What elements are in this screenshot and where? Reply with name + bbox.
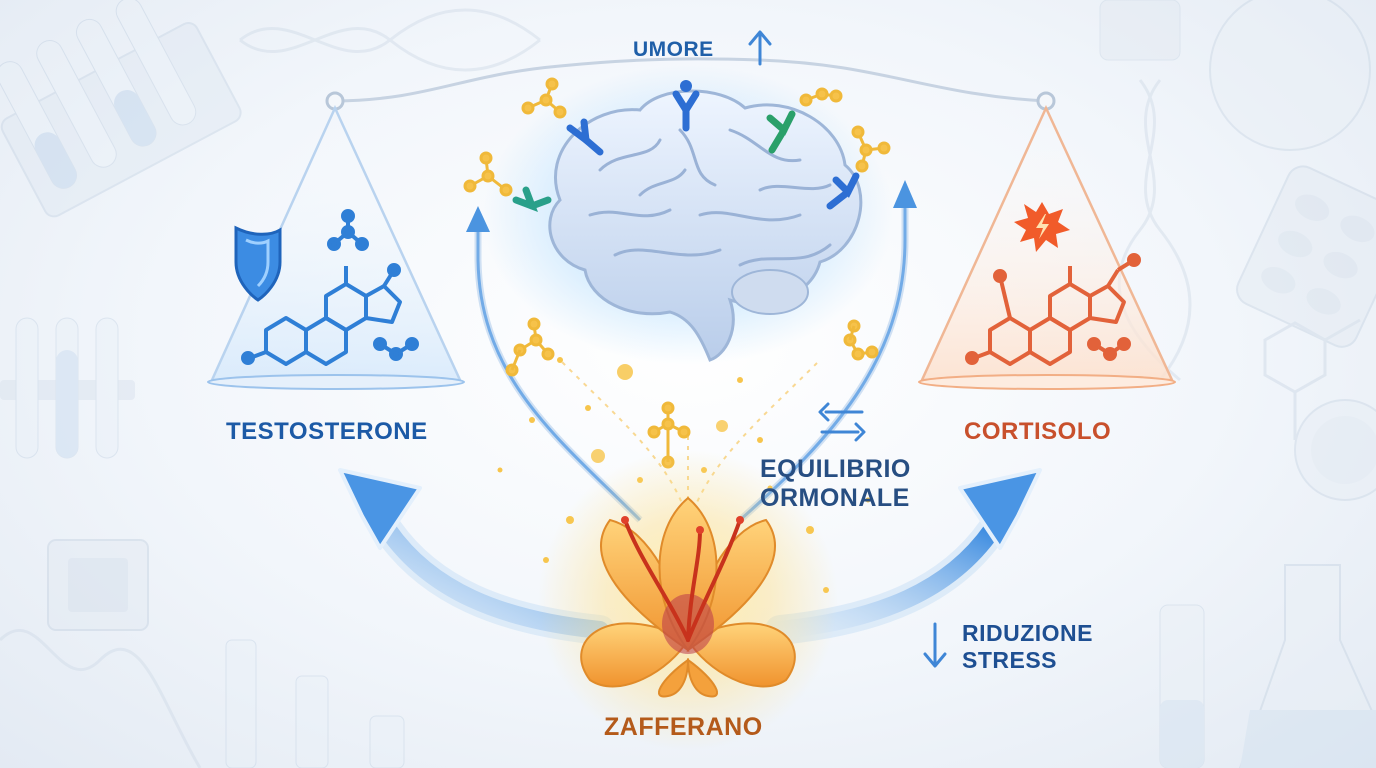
receptor-icon: [566, 118, 604, 156]
microchip-icon: [47, 539, 149, 631]
receptor-icon: [512, 186, 552, 212]
saffron-molecules: [463, 77, 891, 469]
hormonal-balance-label: EQUILIBRIO ORMONALE: [760, 455, 911, 513]
molecule-icon: [521, 77, 567, 119]
testosterone-molecule: [241, 209, 419, 366]
receptors: [512, 80, 860, 212]
stress-reduction-label: RIDUZIONE STRESS: [962, 620, 1093, 674]
shield-icon: [234, 225, 282, 302]
balance-exchange-arrows-icon: [818, 402, 866, 442]
flask-icon: [1099, 0, 1371, 151]
hormonal-balance-line-2: ORMONALE: [760, 484, 910, 512]
mood-label: UMORE: [633, 38, 714, 61]
cortisol-pan: [920, 105, 1174, 382]
crocus-flower-icon: [538, 450, 838, 750]
receptor-icon: [766, 110, 796, 154]
pill-blister-icon: [1236, 165, 1376, 348]
erlenmeyer-flask-icon: [1159, 564, 1376, 768]
cortisol-label: CORTISOLO: [964, 418, 1112, 445]
stress-reduction-line-1: RIDUZIONE: [962, 620, 1093, 646]
receptor-icon: [672, 80, 700, 132]
test-tubes-icon: [0, 317, 135, 459]
bottom-test-tubes-icon: [225, 639, 405, 768]
molecule-icon: [799, 87, 843, 107]
petri-dish-icon: [1294, 399, 1376, 501]
stress-reduction-line-2: STRESS: [962, 647, 1058, 673]
receptor-icon: [826, 172, 860, 210]
molecule-icon: [505, 317, 555, 377]
mood-up-arrow-icon: [748, 30, 772, 66]
molecule-icon: [851, 125, 891, 173]
testosterone-label: TESTOSTERONE: [226, 418, 428, 445]
molecule-icon: [463, 151, 513, 197]
hormonal-balance-line-1: EQUILIBRIO: [760, 455, 911, 483]
cortisol-molecule: [965, 253, 1141, 366]
molecule-icon: [843, 319, 879, 361]
saffron-label: ZAFFERANO: [604, 713, 763, 741]
stress-down-arrow-icon: [923, 622, 947, 668]
test-tube-rack-icon: [0, 0, 242, 218]
stress-burst-icon: [1014, 202, 1070, 252]
